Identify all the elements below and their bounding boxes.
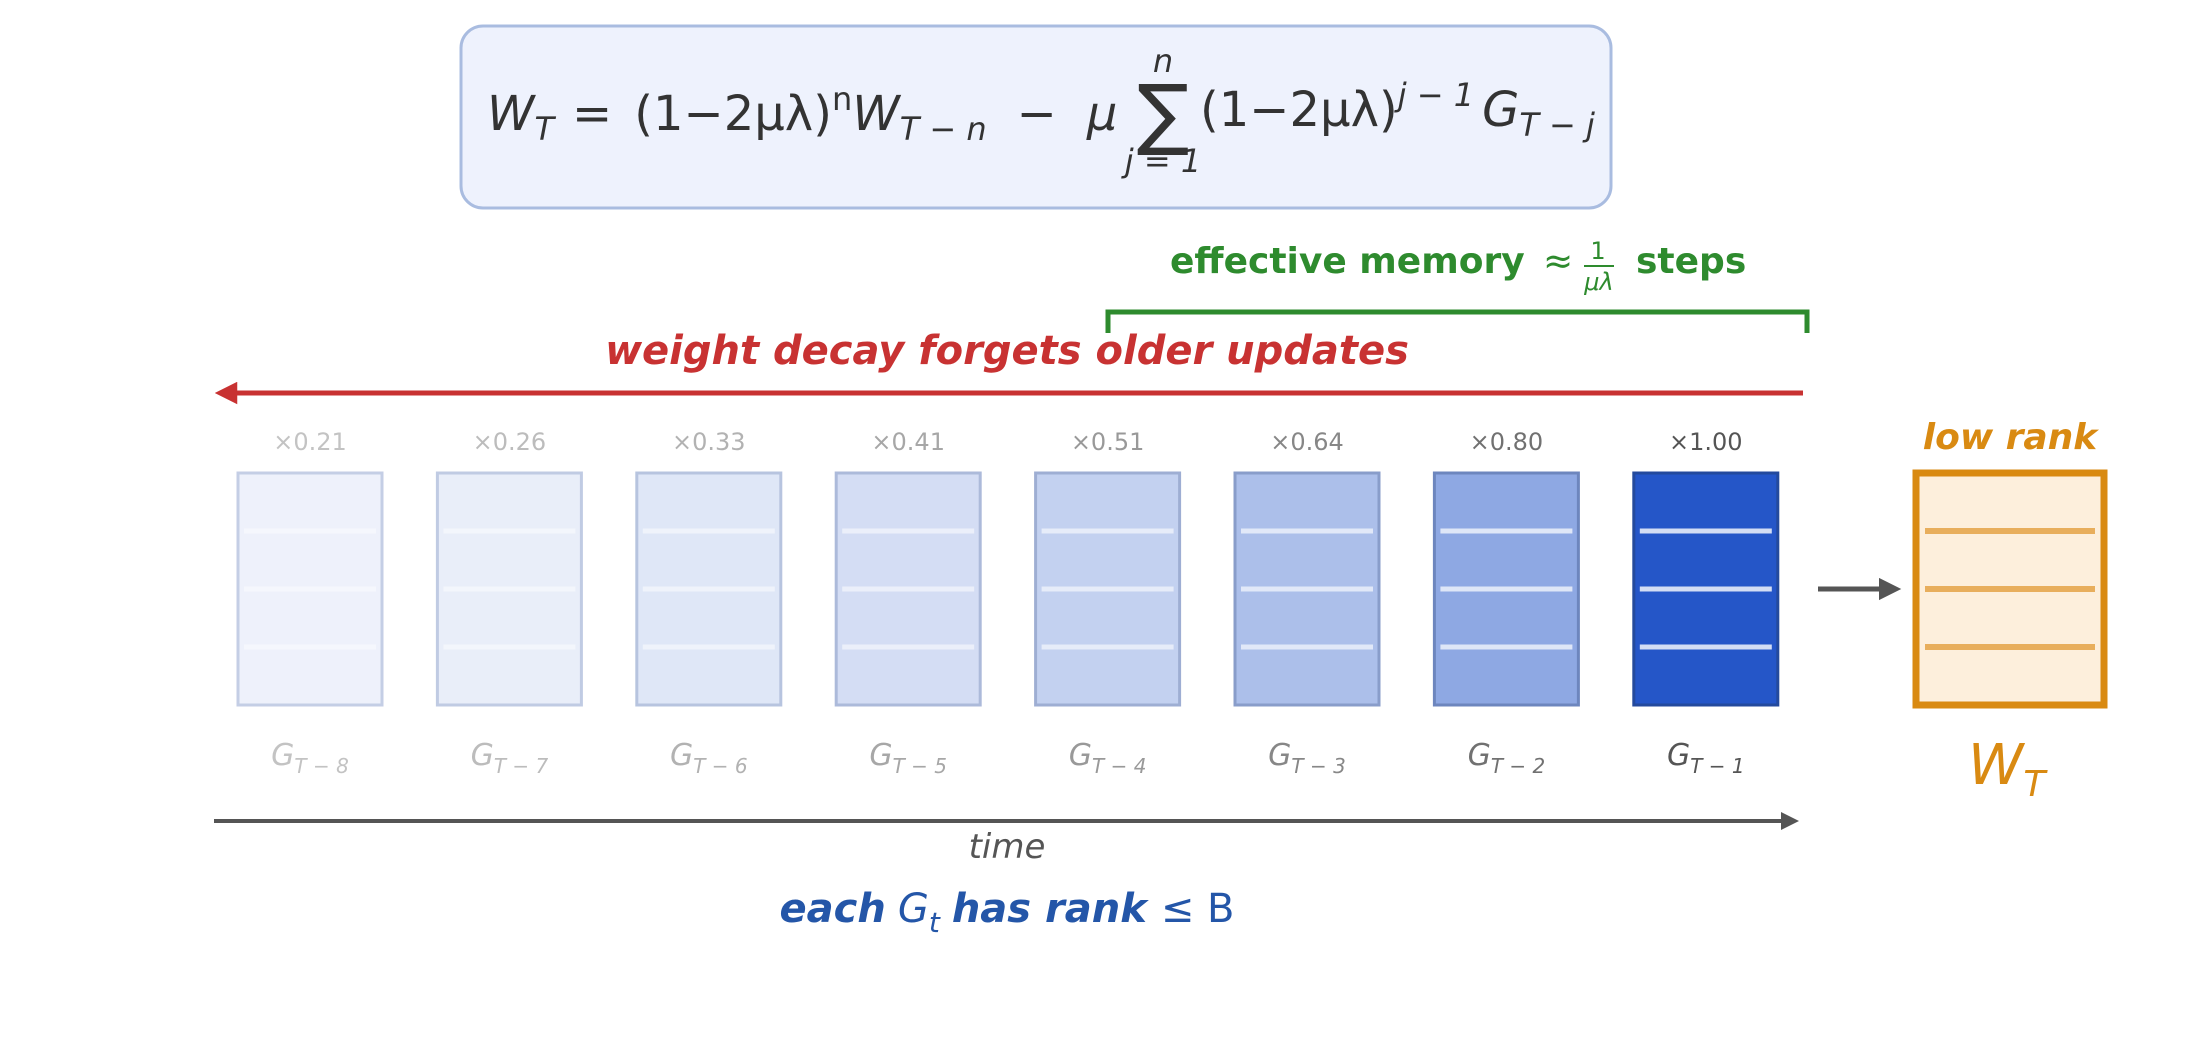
effective-memory-suffix: steps xyxy=(1636,241,1746,282)
decay-indicator: weight decay forgets older updates xyxy=(214,328,1803,405)
effective-memory-frac-num: 1 xyxy=(1590,237,1605,265)
update-symbol: GT − 7 xyxy=(471,738,549,778)
effective-memory: effective memory ≈ 1 μλ steps xyxy=(1105,237,1810,333)
effective-memory-prefix: effective memory xyxy=(1170,241,1525,282)
formula-text: WT=(1−2μλ)nWT − n−μ xyxy=(487,80,1117,148)
update-weight-label: ×1.00 xyxy=(1669,428,1743,456)
formula-minus: − xyxy=(1017,86,1057,142)
update-symbol: GT − 2 xyxy=(1468,738,1546,778)
formula-lhs-sub: T xyxy=(534,110,556,148)
update-symbol: GT − 8 xyxy=(271,738,349,778)
time-axis: time xyxy=(214,812,1799,867)
update-block xyxy=(236,471,384,707)
formula-sum-lower: j = 1 xyxy=(1121,142,1201,180)
update-symbol-sub: T − 7 xyxy=(494,754,549,778)
formula-sum-symbol: ∑ xyxy=(1137,69,1190,159)
update-weight-label: ×0.33 xyxy=(672,428,746,456)
update-block xyxy=(435,471,583,707)
rank-note-middle: has rank xyxy=(952,886,1149,932)
update-symbol-sub: T − 5 xyxy=(893,754,947,778)
update-weight-label: ×0.64 xyxy=(1270,428,1344,456)
decay-label: weight decay forgets older updates xyxy=(605,328,1409,374)
formula-box-background xyxy=(459,24,1613,210)
update-weight-label: ×0.80 xyxy=(1470,428,1544,456)
update-symbol-g: G xyxy=(1468,738,1491,773)
update-symbol-sub: T − 1 xyxy=(1690,754,1744,778)
update-symbol-sub: T − 4 xyxy=(1092,754,1146,778)
result-sub: T xyxy=(2023,764,2048,805)
formula-term1-exp: n xyxy=(832,80,852,118)
formula-term2-exp: j − 1 xyxy=(1394,76,1474,114)
rank-note-sym: G xyxy=(898,886,929,932)
update-symbol-g: G xyxy=(1069,738,1092,773)
update-symbol: GT − 3 xyxy=(1268,738,1346,778)
update-symbol-g: G xyxy=(1268,738,1291,773)
formula-term2-g: G xyxy=(1482,82,1519,138)
result-label: low rank xyxy=(1923,417,2100,458)
update-weight-label: ×0.41 xyxy=(871,428,945,456)
update-symbol-sub: T − 2 xyxy=(1491,754,1545,778)
formula-term2-paren: (1−2μλ) xyxy=(1200,82,1398,138)
formula-equals: = xyxy=(572,86,612,142)
effective-memory-frac-den: μλ xyxy=(1583,268,1613,296)
formula-term1-w: W xyxy=(852,86,901,142)
formula-term2-sub: T − j xyxy=(1519,106,1595,144)
result-sym: W xyxy=(1968,733,2026,798)
update-symbol-sub: T − 8 xyxy=(294,754,348,778)
update-symbol: GT − 1 xyxy=(1667,738,1745,778)
update-symbol-g: G xyxy=(1667,738,1690,773)
effective-memory-bracket xyxy=(1105,309,1810,333)
update-weight-label: ×0.21 xyxy=(273,428,347,456)
update-symbol-g: G xyxy=(271,738,294,773)
formula-lhs-w: W xyxy=(487,86,536,142)
rank-note-suffix: ≤ B xyxy=(1161,886,1235,932)
update-weight-label: ×0.51 xyxy=(1071,428,1145,456)
update-symbol-g: G xyxy=(869,738,892,773)
formula-term1-paren: (1−2μλ) xyxy=(634,86,832,142)
formula-box: WT=(1−2μλ)nWT − n−μ ∑ n j = 1 (1−2μλ)j −… xyxy=(459,24,1613,210)
rank-note: each Gt has rank ≤ B xyxy=(780,886,1235,939)
update-symbol: GT − 6 xyxy=(670,738,748,778)
rank-note-prefix: each xyxy=(780,886,886,932)
update-symbol-g: G xyxy=(471,738,494,773)
time-label: time xyxy=(969,827,1046,867)
result-matrix: low rank WT xyxy=(1912,417,2108,805)
formula-term1-sub: T − n xyxy=(900,110,987,148)
formula-sum-upper: n xyxy=(1153,42,1173,80)
formula-mu: μ xyxy=(1086,86,1118,142)
rank-note-sub: t xyxy=(929,906,941,939)
effective-memory-approx: ≈ xyxy=(1543,241,1573,282)
update-symbol-sub: T − 6 xyxy=(693,754,747,778)
update-weight-label: ×0.26 xyxy=(473,428,547,456)
update-symbol: GT − 4 xyxy=(1069,738,1147,778)
update-symbol: GT − 5 xyxy=(869,738,947,778)
result-symbol: WT xyxy=(1968,733,2048,805)
update-symbol-sub: T − 3 xyxy=(1291,754,1345,778)
update-symbol-g: G xyxy=(670,738,693,773)
